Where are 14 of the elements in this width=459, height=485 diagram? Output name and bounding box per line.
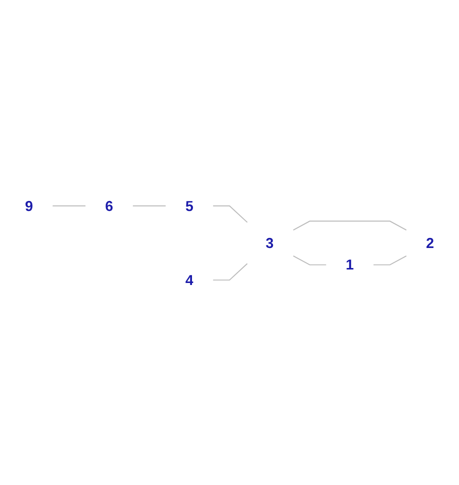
node-text: 3 [266,234,274,251]
connector [212,262,248,280]
connector [292,220,407,230]
connector [373,254,407,265]
node-text: 5 [185,197,194,214]
node-text: 1 [346,256,354,273]
connector [52,204,86,206]
node-text: 9 [24,197,33,214]
connector [292,254,327,265]
node-text: 4 [185,271,194,288]
connector [132,204,166,206]
connector [212,204,248,222]
node-text: 2 [426,234,434,251]
node-text: 6 [105,197,114,214]
